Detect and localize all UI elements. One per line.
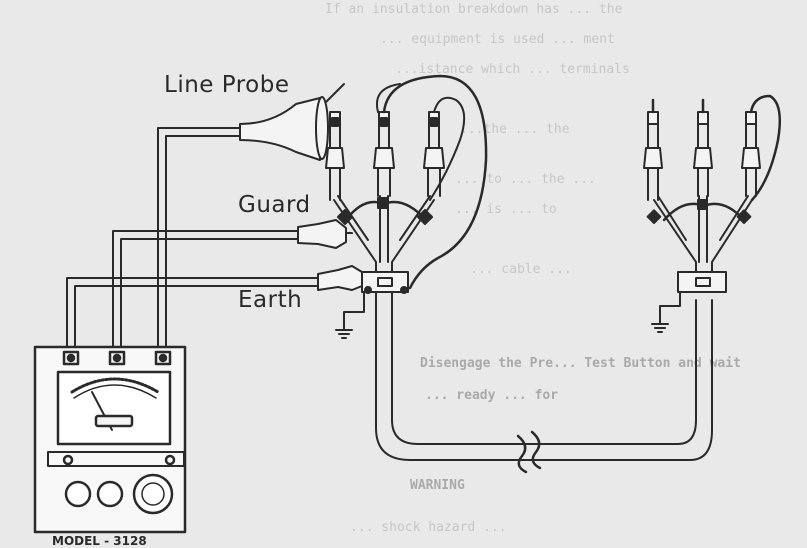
background-text-line: ... cable ... — [470, 262, 572, 277]
background-text-line: ... shock hazard ... — [350, 520, 507, 535]
background-text-line: ...the ... the — [460, 122, 570, 137]
line-probe — [239, 83, 345, 161]
background-text-line: ... equipment is used ... ment — [380, 32, 615, 47]
right-cable-end — [643, 94, 781, 333]
model-label: MODEL - 3128 — [52, 534, 147, 548]
line-probe-label: Line Probe — [164, 72, 290, 98]
background-text-line: WARNING — [410, 478, 465, 493]
earth-label: Earth — [238, 287, 303, 313]
guard-probe — [297, 219, 353, 249]
guard-label: Guard — [238, 192, 311, 218]
insulation-tester — [33, 345, 187, 534]
earth-lead — [66, 277, 319, 359]
background-text-line: If an insulation breakdown has ... the — [325, 2, 623, 17]
background-text-line: Disengage the Pre... Test Button and wai… — [420, 356, 741, 371]
guard-lead — [112, 230, 299, 359]
background-text-line: ...istance which ... terminals — [395, 62, 630, 77]
background-text-line: ... is ... to — [455, 202, 557, 217]
background-text-line: ... to ... the ... — [455, 172, 596, 187]
left-cable-end — [325, 74, 713, 474]
line-probe-lead — [157, 127, 241, 359]
background-text-line: ... ready ... for — [425, 388, 559, 403]
earth-probe — [317, 265, 363, 291]
